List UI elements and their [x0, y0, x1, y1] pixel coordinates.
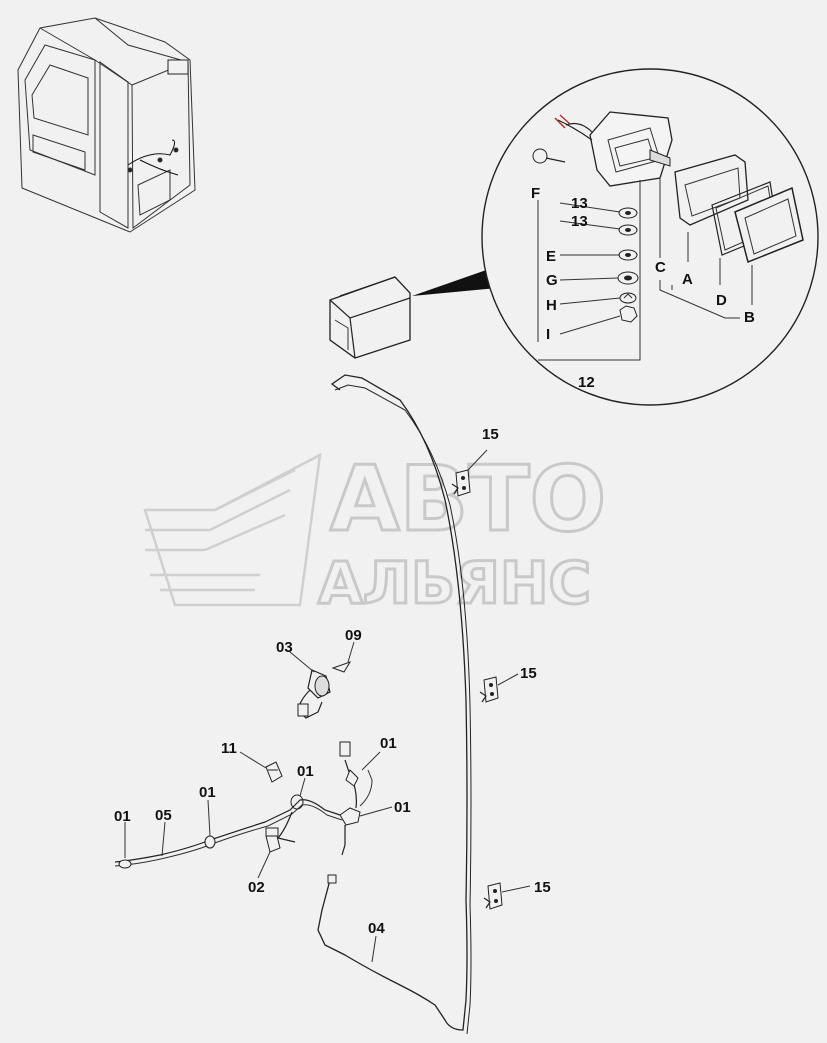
label-03: 03	[276, 639, 293, 656]
callout-label-13a: 13	[571, 195, 588, 212]
callout-label-13b: 13	[571, 213, 588, 230]
watermark-logo: АВТО АЛЬЯНС	[143, 446, 608, 619]
label-15-bot: 15	[534, 879, 551, 896]
harness-main-loop	[317, 374, 468, 1031]
label-02: 02	[248, 879, 265, 896]
label-15-top: 15	[482, 426, 499, 443]
label-01-a: 01	[380, 735, 397, 752]
clip-11	[239, 751, 283, 783]
label-01-e: 01	[114, 808, 131, 825]
clip-15-mid	[479, 673, 519, 703]
label-01-d: 01	[394, 799, 411, 816]
sticker-09	[331, 641, 355, 673]
label-09: 09	[345, 627, 362, 644]
callout-label-B: B	[744, 309, 755, 326]
label-11: 11	[221, 740, 237, 757]
switch-03	[289, 651, 331, 719]
clip-15-bot	[483, 882, 531, 910]
callout-label-D: D	[716, 292, 727, 309]
sub-harness	[114, 741, 393, 963]
label-01-b: 01	[297, 763, 314, 780]
callout-label-A: A	[682, 271, 693, 288]
callout-label-12: 12	[578, 374, 595, 391]
work-lamp-small	[329, 268, 497, 359]
label-04: 04	[368, 920, 385, 937]
part-labels: 15 15 15 03 09 11 01 01 01 01 01 05 02 0…	[114, 426, 551, 937]
clip-15-top	[451, 449, 488, 497]
callout-label-C: C	[655, 259, 666, 276]
cab-illustration	[17, 17, 196, 233]
watermark-line1: АВТО	[330, 447, 606, 552]
callout-label-I: I	[546, 326, 550, 343]
label-05: 05	[155, 807, 172, 824]
callout-label-G: G	[546, 272, 558, 289]
detail-callout: F 13 13 E G H I C A D B 12	[481, 68, 819, 406]
callout-label-F: F	[531, 185, 540, 202]
callout-label-E: E	[546, 248, 556, 265]
label-01-c: 01	[199, 784, 216, 801]
callout-label-H: H	[546, 297, 557, 314]
label-15-mid: 15	[520, 665, 537, 682]
